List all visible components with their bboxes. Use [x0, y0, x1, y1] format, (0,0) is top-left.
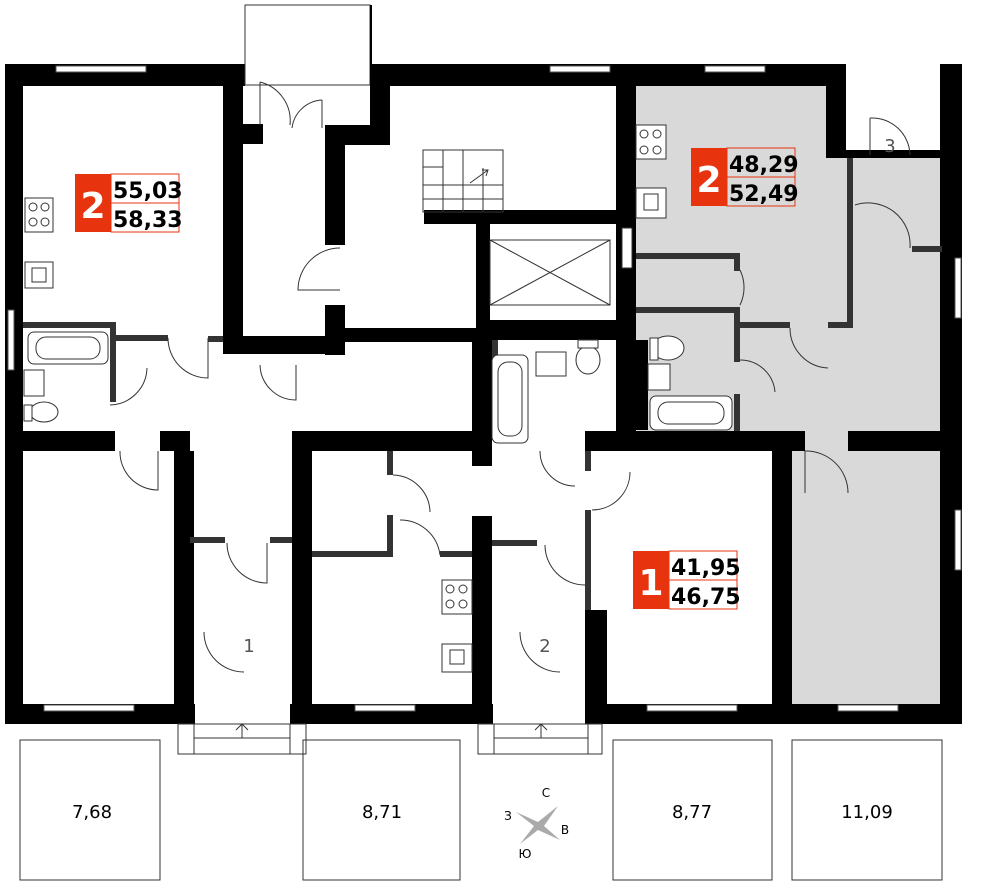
apartment-rooms: 1: [638, 563, 663, 604]
doors: [109, 81, 911, 673]
elevator-shaft: [489, 227, 633, 306]
apartment-rooms: 2: [696, 160, 721, 201]
terrace-area: 7,68: [72, 802, 112, 823]
entrance-label: 3: [884, 136, 895, 157]
entrance-label: 1: [243, 636, 254, 657]
living-area: 55,03: [113, 179, 183, 204]
vestibule-top: [244, 4, 390, 145]
total-area: 46,75: [671, 585, 741, 610]
terrace: 8,71: [302, 739, 461, 881]
terrace-area: 8,77: [672, 802, 712, 823]
terrace: 7,68: [19, 739, 161, 881]
living-area: 48,29: [729, 153, 799, 178]
apartment-badge: 2 48,29 52,49: [691, 147, 799, 207]
terrace-area: 8,71: [362, 802, 402, 823]
apartment-rooms: 2: [80, 186, 105, 227]
compass: С В Ю З: [504, 786, 569, 861]
terrace-area: 11,09: [841, 802, 893, 823]
apartment-badge: 2 55,03 58,33: [75, 173, 183, 233]
terrace: 8,77: [612, 739, 773, 881]
compass-east: В: [561, 823, 569, 837]
compass-south: Ю: [519, 847, 532, 861]
living-area: 41,95: [671, 556, 741, 581]
terrace: 11,09: [791, 739, 943, 881]
apartment-badge: 1 41,95 46,75: [633, 550, 741, 610]
compass-north: С: [542, 786, 550, 800]
fixtures: [23, 124, 733, 673]
porch-steps: [177, 723, 603, 755]
total-area: 52,49: [729, 182, 799, 207]
stairs: [422, 149, 504, 213]
compass-star-icon: [516, 806, 560, 844]
interior-walls: [5, 86, 942, 724]
entrance-label: 2: [539, 636, 550, 657]
total-area: 58,33: [113, 208, 183, 233]
compass-west: З: [504, 809, 512, 823]
windows: [7, 65, 962, 712]
